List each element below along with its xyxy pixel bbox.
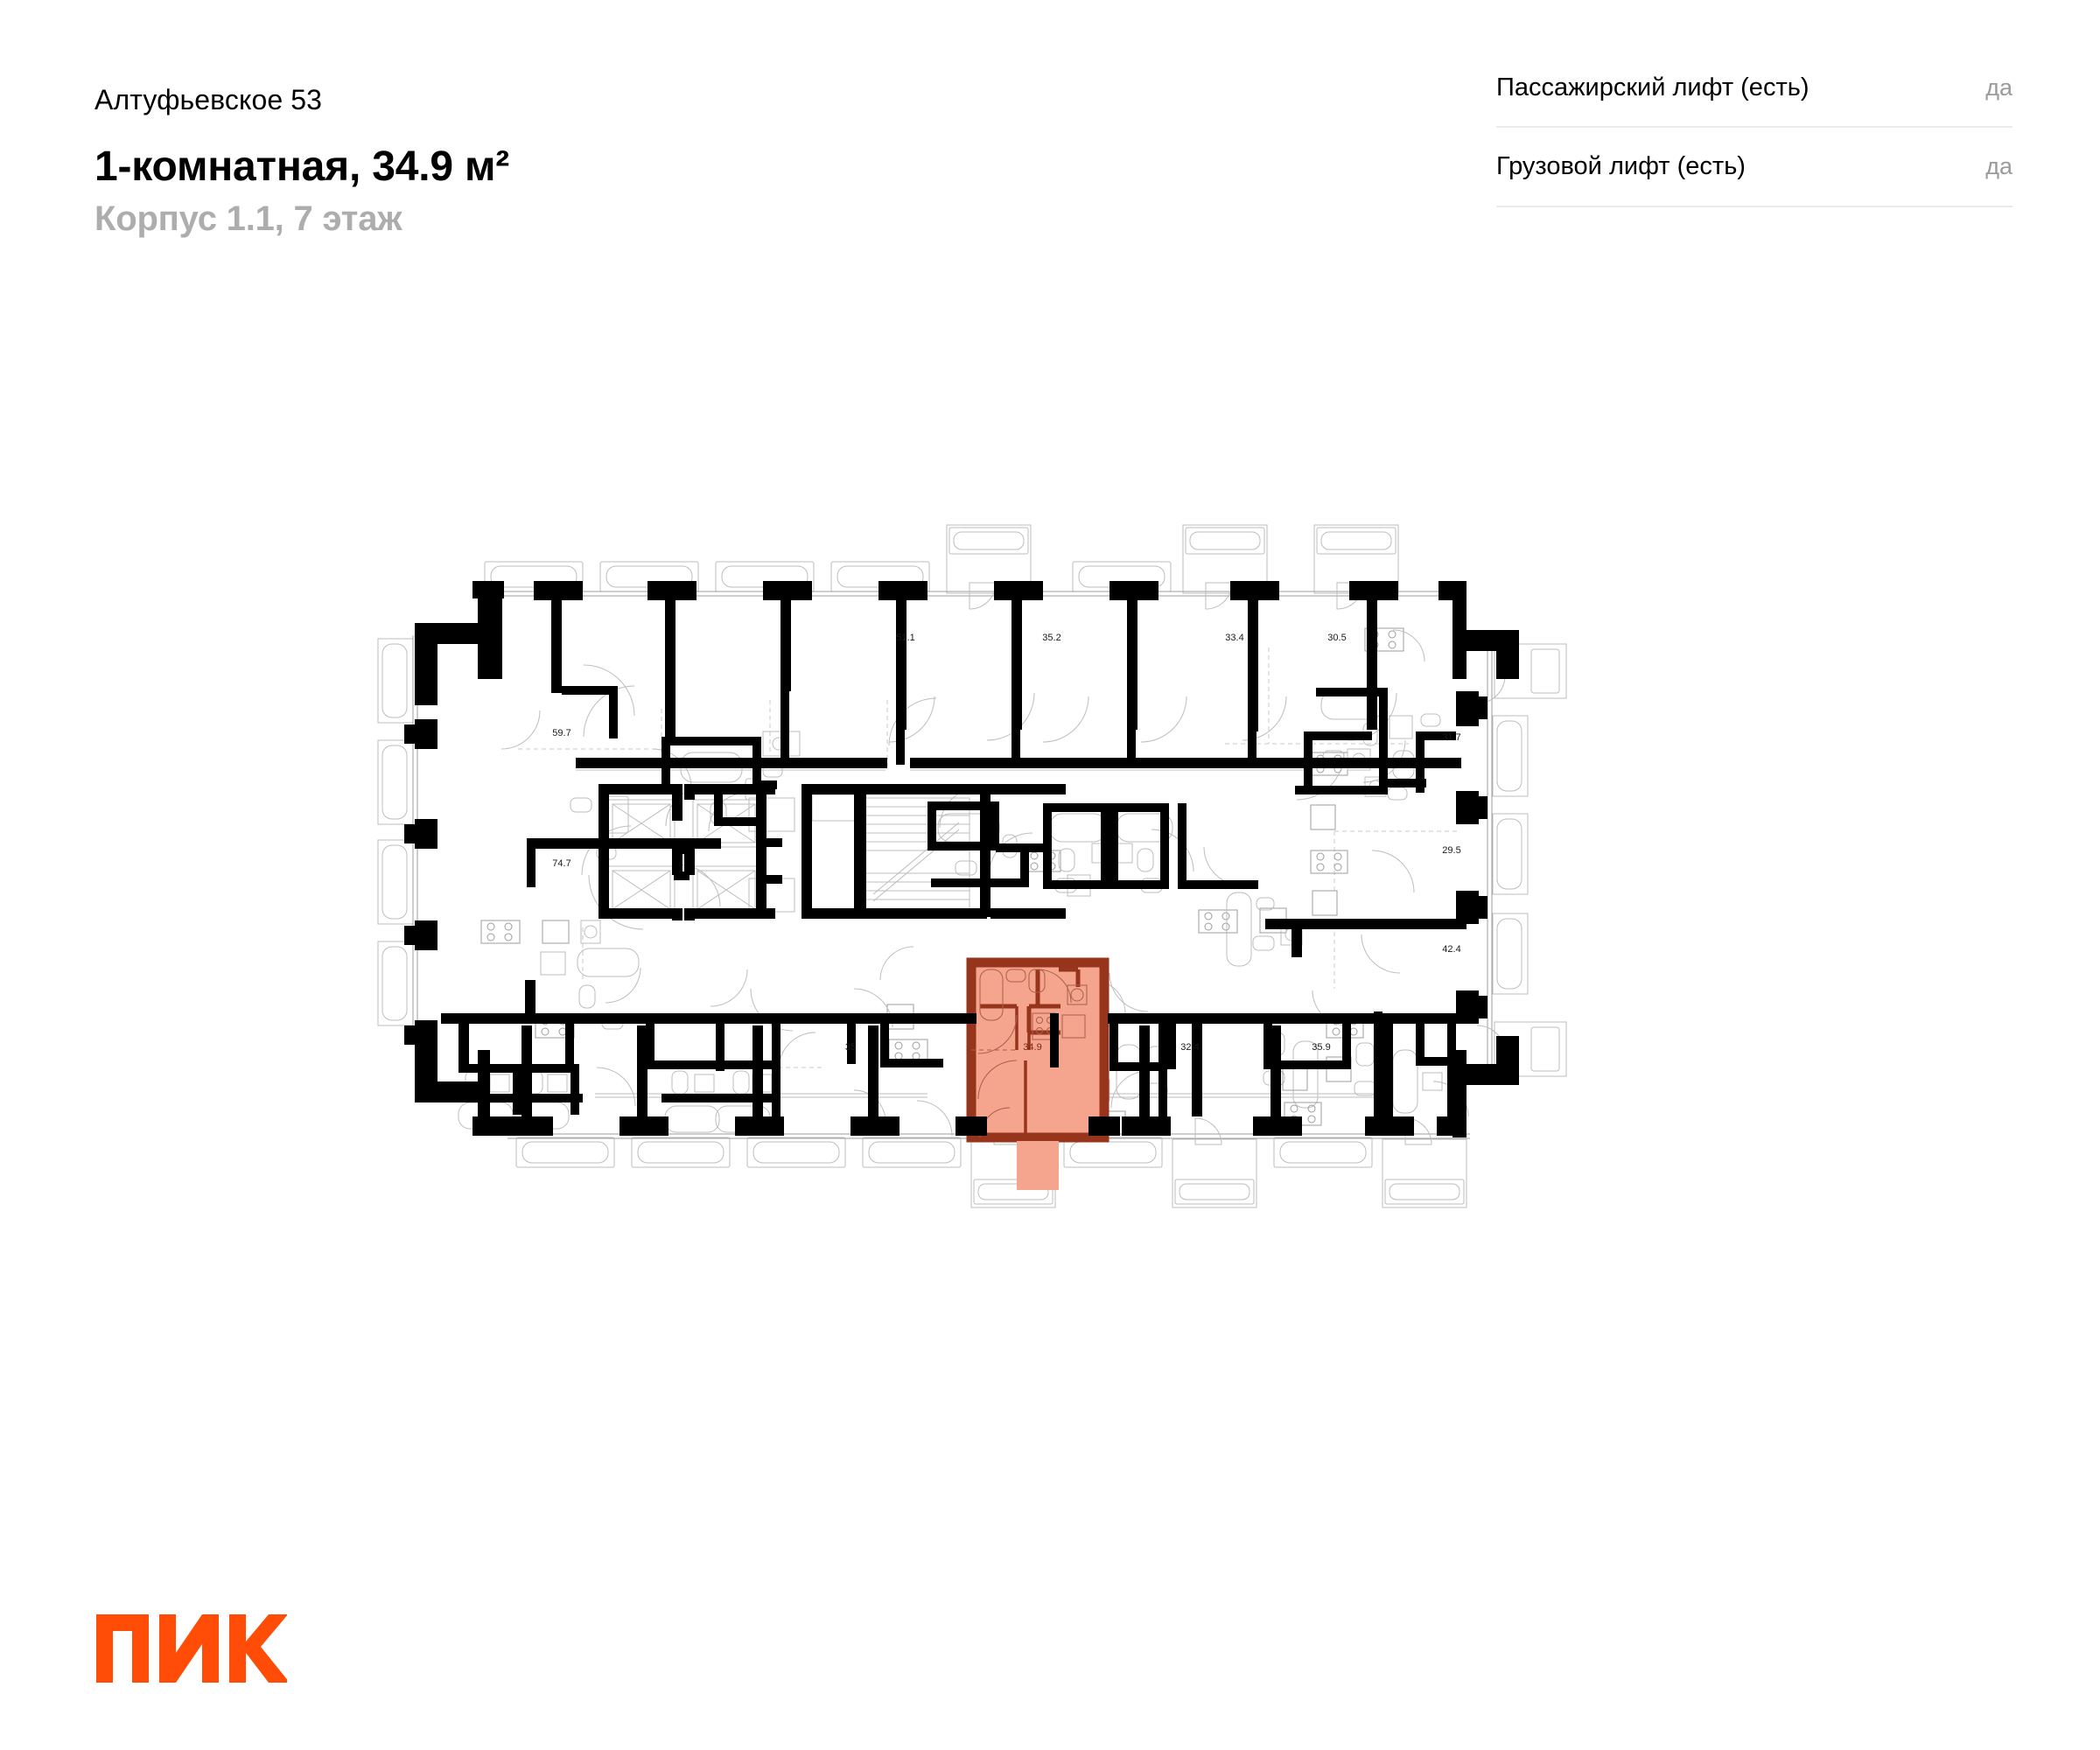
area-label-a-29-5: 29.5 bbox=[1442, 845, 1460, 856]
floor-plan-drawing[interactable]: 59.7 51.1 35.2 33.4 30.5 31.7 74.7 29.5 42.4 35 34… bbox=[368, 490, 1732, 1260]
spec-label: Пассажирский лифт (есть) bbox=[1496, 74, 1810, 102]
spec-value: да bbox=[1985, 153, 2012, 180]
floor-plan-container[interactable]: 59.7 51.1 35.2 33.4 30.5 31.7 74.7 29.5 42.4 35 34… bbox=[0, 490, 2100, 1452]
spec-value: да bbox=[1985, 74, 2012, 101]
area-label-a-51-1: 51.1 bbox=[896, 633, 914, 643]
area-label-a-42-4: 42.4 bbox=[1442, 944, 1460, 955]
area-label-a-74-7: 74.7 bbox=[552, 858, 570, 869]
area-labels-group: 59.7 51.1 35.2 33.4 30.5 31.7 74.7 29.5 42.4 35 34… bbox=[552, 633, 1460, 1053]
area-label-a-31-7: 31.7 bbox=[1442, 732, 1460, 743]
building-floor-subtitle: Корпус 1.1, 7 этаж bbox=[94, 200, 402, 239]
complex-name: Алтуфьевское 53 bbox=[94, 84, 323, 116]
pik-logo-icon bbox=[96, 1614, 287, 1683]
area-label-a-32-4: 32.4 bbox=[1180, 1042, 1199, 1053]
area-label-a-59-7: 59.7 bbox=[552, 728, 570, 738]
area-label-a-33-4: 33.4 bbox=[1225, 633, 1243, 643]
area-label-a-35-2: 35.2 bbox=[1042, 633, 1060, 643]
spec-label: Грузовой лифт (есть) bbox=[1496, 152, 1746, 181]
selected-apartment-region bbox=[966, 957, 1110, 1190]
spec-row-passenger-lift: Пассажирский лифт (есть) да bbox=[1496, 72, 2012, 129]
spec-row-freight-lift: Грузовой лифт (есть) да bbox=[1496, 150, 2012, 207]
area-label-a-34-9: 34.9 bbox=[1023, 1042, 1041, 1053]
page-title: 1-комнатная, 34.9 м² bbox=[94, 144, 510, 191]
pik-logo bbox=[96, 1614, 287, 1683]
area-label-a-35: 35 bbox=[845, 1042, 856, 1053]
building-specs-list: Пассажирский лифт (есть) да Грузовой лиф… bbox=[1496, 72, 2012, 207]
plan-header: Алтуфьевское 53 1-комнатная, 34.9 м² Кор… bbox=[94, 83, 1101, 240]
area-label-a-35-9: 35.9 bbox=[1312, 1042, 1330, 1053]
area-label-a-30-5: 30.5 bbox=[1327, 633, 1346, 643]
